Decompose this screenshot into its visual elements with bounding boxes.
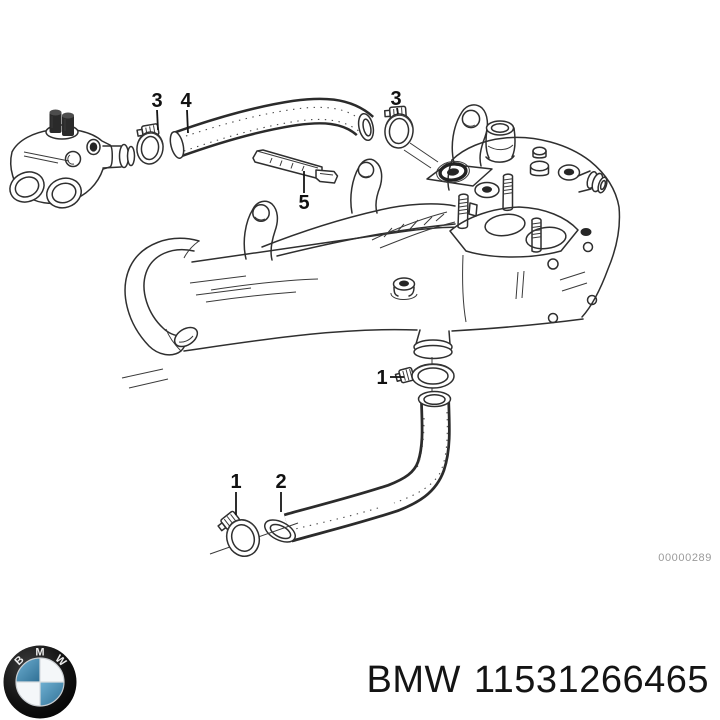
drawing-number: 00000289 [658,552,712,564]
side-port-nub [577,170,608,194]
runner-nut-boss [390,277,418,300]
hose-2-lower [263,390,452,543]
seal-ring-port [436,160,470,184]
temperature-sensor [49,109,74,136]
breather-boss [557,164,581,181]
outlet-neck [413,329,453,393]
intake-manifold [121,104,621,393]
part-number-title: BMW 11531266465 [366,659,709,702]
part-number: 11531266465 [473,659,709,701]
inlet-flange [124,237,200,356]
seal-strip-5 [252,149,339,184]
hose-4-upper [169,97,375,159]
callout-3-left: 3 [151,90,162,112]
hose-clamp-3-left [136,123,164,165]
bracket-ear-middle [350,158,383,214]
callouts: 3 4 3 5 1 1 2 [151,88,404,515]
callout-4: 4 [180,90,192,112]
logo-letter-m: M [35,647,44,659]
runner-upper [261,203,456,257]
thermostat-housing [9,109,136,209]
callout-1-middle: 1 [376,367,387,389]
callout-1-bottom: 1 [230,471,241,493]
cap-bolt [529,146,550,177]
plenum-body [426,120,621,324]
bracket-ear-right [451,104,489,167]
bmw-logo: B M W [3,645,77,719]
parts-diagram: 3 4 3 5 1 1 2 [9,88,621,557]
vacuum-port-boss [474,181,500,199]
cylinder-boss [485,120,516,163]
callout-2: 2 [275,471,286,493]
housing-outlet-pipes [9,171,82,209]
brand-name: BMW [366,659,461,701]
callout-5: 5 [298,192,309,214]
hose-clamp-1-lower [217,510,261,557]
stud-bolts [457,173,542,253]
hose-clamp-1-outlet [394,363,455,389]
callout-3-right: 3 [390,88,401,110]
bracket-ear-left [243,200,279,261]
